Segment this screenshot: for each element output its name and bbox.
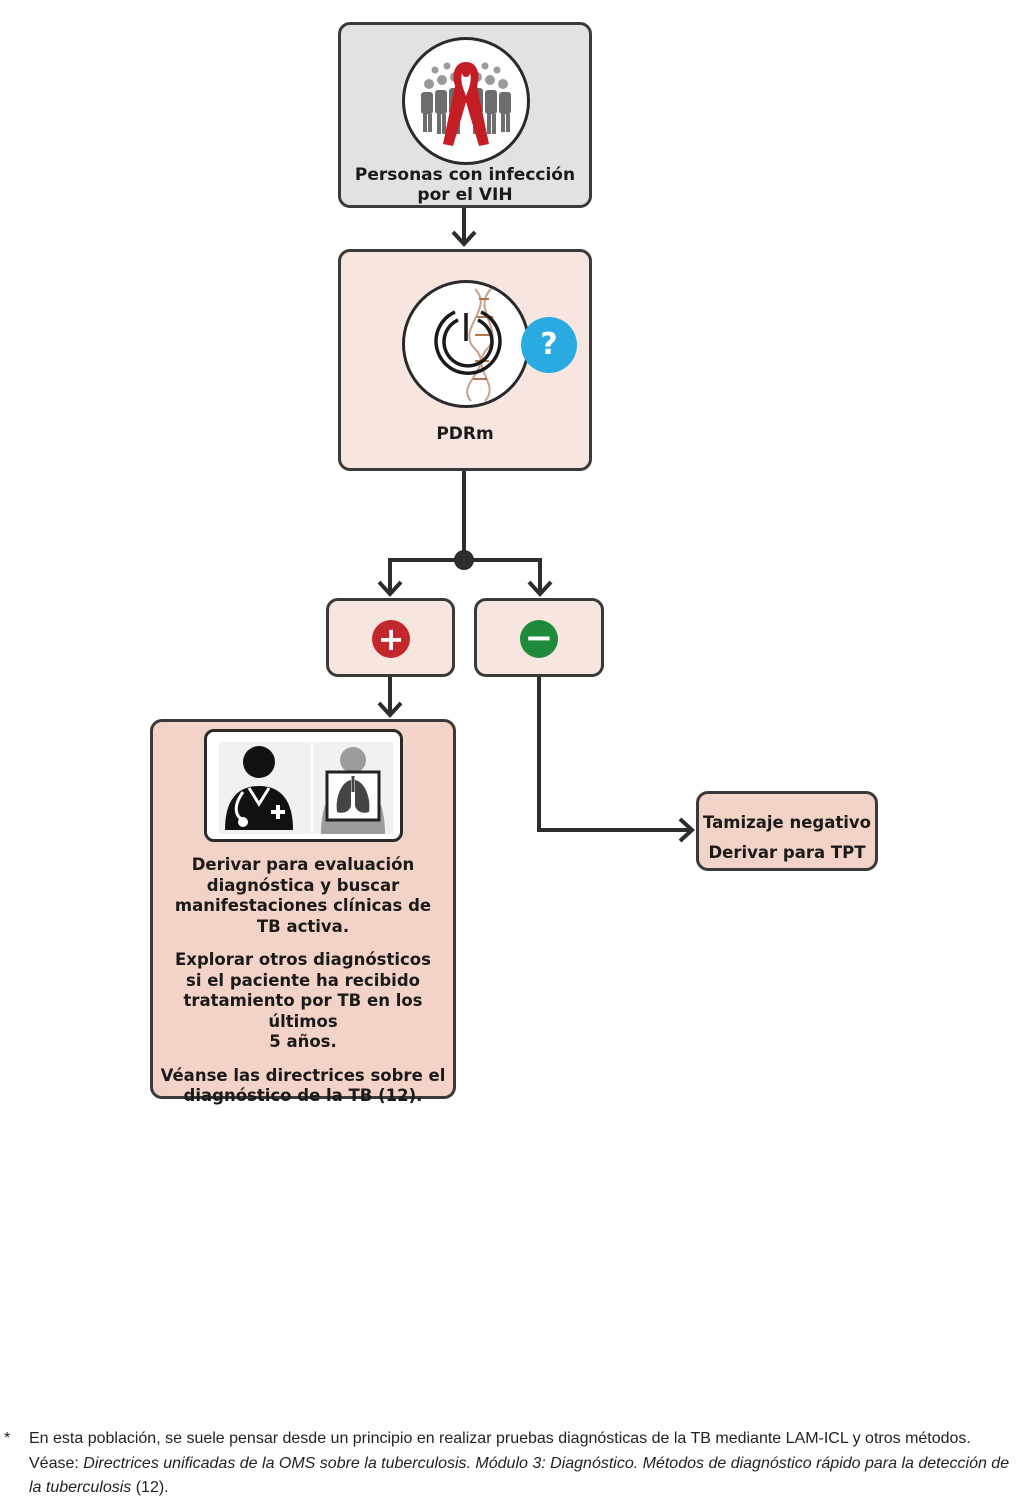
hiv-ribbon-people-icon (402, 37, 530, 165)
eval-p3-line1: Véanse las directrices sobre el (160, 1065, 446, 1085)
hiv-label-line2: por el VIH (417, 185, 513, 205)
minus-icon: − (520, 620, 558, 658)
negative-result-line1: Tamizaje negativo (703, 813, 871, 832)
question-badge-text: ? (540, 327, 558, 362)
evaluation-paragraph-2: Explorar otros diagnósticos si el pacien… (157, 950, 449, 1053)
negative-result-line2: Derivar para TPT (708, 843, 866, 862)
minus-symbol: − (524, 618, 554, 658)
footnote-citation-title: Directrices unificadas de la OMS sobre l… (29, 1454, 1010, 1497)
question-badge: ? (521, 317, 577, 373)
evaluation-paragraph-1: Derivar para evaluación diagnóstica y bu… (157, 855, 449, 937)
arrowhead-eval (377, 701, 403, 718)
footnote-prefix: Véase: (29, 1454, 84, 1472)
footnote-text-2: Véase: Directrices unificadas de la OMS … (29, 1452, 1021, 1501)
doctor-icon (219, 742, 311, 834)
split-dot (454, 550, 474, 570)
plus-symbol: + (377, 620, 405, 658)
footnote-text-1: En esta población, se suele pensar desde… (29, 1430, 971, 1447)
eval-p1-line3: manifestaciones clínicas de (174, 896, 432, 915)
arrowhead-pdrm (451, 230, 477, 247)
eval-p1-line4: TB activa. (256, 916, 350, 936)
eval-p2-line1: Explorar otros diagnósticos (175, 950, 431, 969)
pdrm-label: PDRm (436, 424, 494, 444)
eval-p2-line4: 5 años. (269, 1032, 337, 1051)
evaluation-node: Derivar para evaluación diagnóstica y bu… (150, 719, 456, 1105)
negative-node: − (474, 598, 604, 677)
dna-timer-icon (402, 280, 530, 408)
hiv-node: Personas con infección por el VIH (338, 22, 592, 208)
eval-p3-line2: diagnóstico de la TB (12). (183, 1086, 423, 1105)
arrowhead-positive (377, 580, 403, 597)
plus-icon: + (372, 620, 410, 658)
evaluation-icons-frame (204, 729, 403, 842)
arrowhead-result (678, 817, 695, 843)
hiv-label-line1: Personas con infección (354, 165, 576, 185)
eval-p2-line3: tratamiento por TB en los últimos (183, 991, 423, 1031)
positive-node: + (326, 598, 455, 677)
pdrm-node: ? PDRm (338, 249, 592, 471)
footnote-suffix: (12). (131, 1479, 169, 1496)
evaluation-paragraph-3: Véanse las directrices sobre el diagnóst… (157, 1066, 449, 1107)
footnote-marker: * (4, 1430, 11, 1447)
arrowhead-negative (527, 580, 553, 597)
connector-negative-result (537, 676, 692, 832)
eval-p2-line2: si el paciente ha recibido (186, 970, 420, 990)
eval-p1-line1: Derivar para evaluación (191, 855, 415, 874)
eval-p1-line2: diagnóstica y buscar (206, 875, 400, 895)
chest-xray-icon (313, 742, 393, 834)
negative-result-node: Tamizaje negativo Derivar para TPT (696, 791, 878, 871)
